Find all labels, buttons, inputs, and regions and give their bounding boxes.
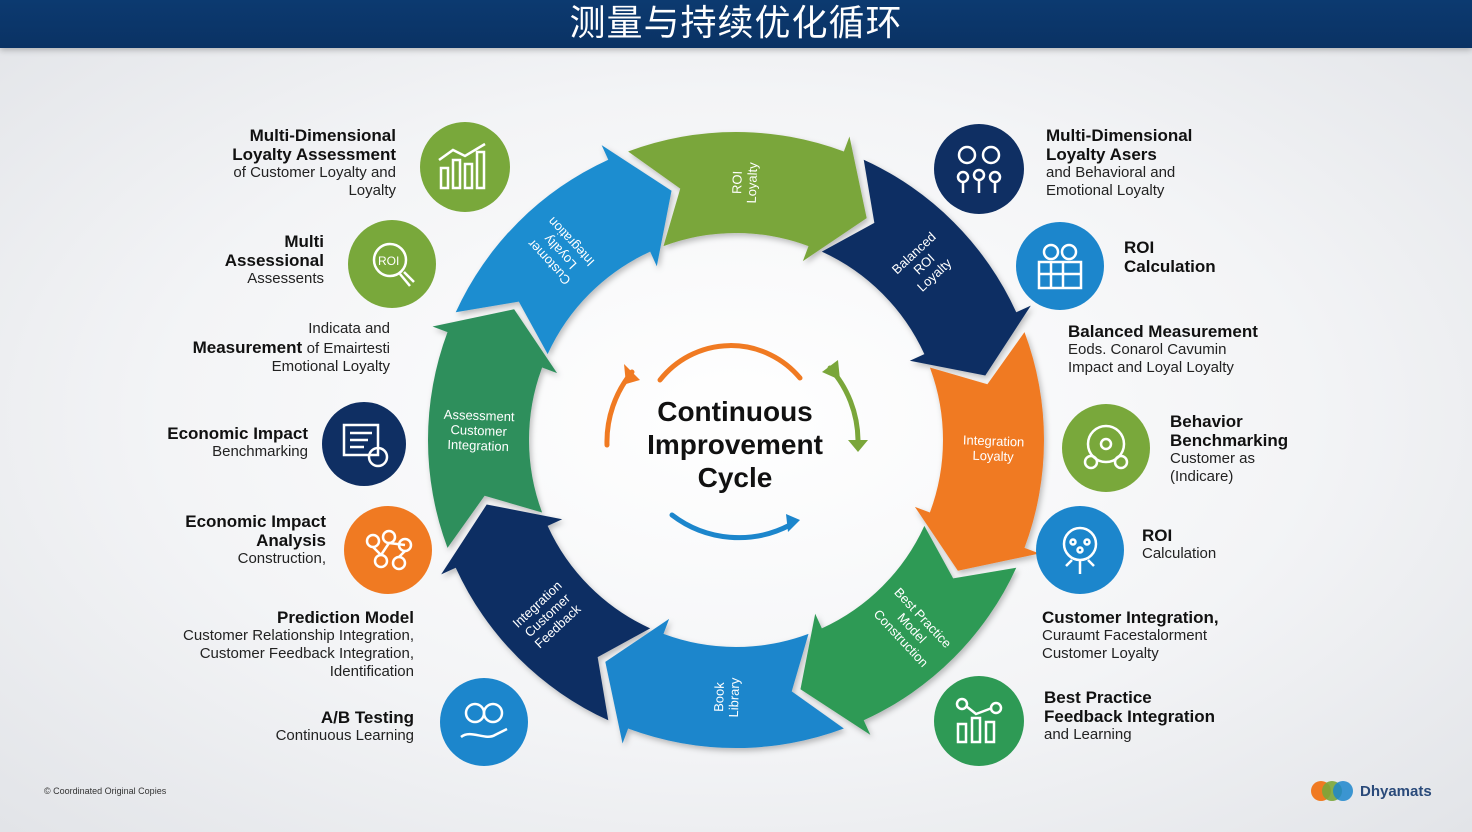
item-title: Multi-Dimensional bbox=[249, 126, 396, 145]
item-subtitle: Benchmarking bbox=[212, 443, 308, 460]
orange-arrow bbox=[657, 343, 803, 383]
center-line-2: Improvement bbox=[647, 429, 823, 460]
item-title: Loyalty Assessment bbox=[232, 145, 396, 164]
building-icon bbox=[1016, 222, 1104, 310]
item-subtitle: Calculation bbox=[1142, 545, 1217, 562]
item-title: Prediction Model bbox=[277, 608, 414, 627]
item-title: Analysis bbox=[256, 531, 326, 550]
blue-arrow bbox=[669, 512, 793, 541]
item-subtitle: Assessents bbox=[247, 270, 324, 287]
right-item-2: ROI Calculation bbox=[1124, 238, 1274, 276]
footer-logo: Dhyamats bbox=[1310, 780, 1432, 802]
cycle-segment-label-8: AssessmentCustomerIntegration bbox=[443, 407, 516, 454]
item-title: Economic Impact bbox=[167, 424, 308, 443]
item-title: Balanced Measurement bbox=[1068, 322, 1258, 341]
item-subtitle: Construction, bbox=[237, 550, 326, 567]
item-title: Measurement bbox=[192, 338, 303, 357]
idea-cloud-icon bbox=[1036, 506, 1124, 594]
svg-text:ROI: ROI bbox=[378, 254, 399, 268]
item-subtitle: (Indicare) bbox=[1170, 468, 1234, 485]
left-item-5: Economic Impact Analysis Construction, bbox=[160, 512, 326, 568]
header-bar: 测量与持续优化循环 bbox=[0, 0, 1472, 48]
dashboard-icon bbox=[322, 402, 406, 486]
item-subtitle: Identification bbox=[329, 663, 414, 680]
item-subtitle: Emotional Loyalty bbox=[1046, 182, 1165, 199]
people-network-icon bbox=[344, 506, 432, 594]
cycle-segment-label-2: ROILoyalty bbox=[729, 161, 760, 204]
brand-logo-icon bbox=[1310, 780, 1358, 802]
hand-gears-icon bbox=[440, 678, 528, 766]
item-subtitle: of Emairtesti bbox=[306, 340, 390, 357]
item-title: Multi bbox=[284, 232, 324, 251]
roi-brain-icon: ROI bbox=[348, 220, 436, 308]
item-title: Economic Impact bbox=[185, 512, 326, 531]
right-item-3: Balanced Measurement Eods. Conarol Cavum… bbox=[1068, 322, 1308, 377]
center-line-3: Cycle bbox=[697, 462, 773, 493]
item-subtitle: Emotional Loyalty bbox=[271, 358, 390, 375]
item-title: A/B Testing bbox=[320, 708, 414, 727]
center-line-1: Continuous bbox=[657, 396, 813, 427]
left-item-3: Indicata and Measurement of Emairtesti E… bbox=[160, 320, 390, 376]
item-subtitle: Curaumt Facestalorment bbox=[1042, 627, 1208, 644]
right-item-6: Customer Integration, Curaumt Facestalor… bbox=[1042, 608, 1262, 663]
item-subtitle: Loyalty bbox=[348, 182, 396, 199]
inner-cycle-arrows bbox=[604, 343, 868, 541]
cycle-segment-3 bbox=[821, 159, 1031, 376]
item-title: Behavior bbox=[1170, 412, 1243, 431]
item-title: Benchmarking bbox=[1170, 431, 1289, 450]
left-item-6: Prediction Model Customer Relationship I… bbox=[160, 608, 414, 681]
cycle-segment-8 bbox=[427, 309, 558, 548]
item-title: ROI bbox=[1142, 526, 1173, 545]
item-title: ROI bbox=[1124, 238, 1155, 257]
item-title: Loyalty Asers bbox=[1046, 145, 1157, 164]
cycle-segment-4 bbox=[914, 332, 1044, 571]
item-subtitle: Customer Feedback Integration, bbox=[199, 645, 414, 662]
brand-name: Dhyamats bbox=[1360, 782, 1432, 800]
item-title: Customer Integration, bbox=[1042, 608, 1219, 627]
cycle-segment-5 bbox=[800, 525, 1017, 735]
cycle-segment-1 bbox=[455, 145, 672, 355]
item-subtitle: Impact and Loyal Loyalty bbox=[1068, 359, 1234, 376]
footer-copyright: © Coordinated Original Copies bbox=[44, 786, 167, 796]
left-item-7: A/B Testing Continuous Learning bbox=[240, 708, 414, 745]
item-subtitle: Customer as bbox=[1170, 450, 1256, 467]
cycle-segment-label-6: BookLibrary bbox=[711, 676, 742, 717]
item-subtitle: of Customer Loyalty and bbox=[233, 164, 396, 181]
cycle-segment-2 bbox=[628, 131, 867, 262]
item-subtitle: Customer Relationship Integration, bbox=[183, 627, 414, 644]
item-title: Feedback Integration bbox=[1044, 707, 1215, 726]
item-subtitle: Eods. Conarol Cavumin bbox=[1068, 341, 1227, 358]
item-subtitle: Customer Loyalty bbox=[1042, 645, 1159, 662]
item-title: Calculation bbox=[1124, 257, 1216, 276]
item-subtitle: and Learning bbox=[1044, 726, 1132, 743]
left-item-2: Multi Assessional Assessents bbox=[180, 232, 324, 288]
right-item-7: Best Practice Feedback Integration and L… bbox=[1044, 688, 1264, 744]
item-subtitle: and Behavioral and bbox=[1046, 164, 1176, 181]
left-item-4: Economic Impact Benchmarking bbox=[150, 424, 308, 461]
cycle-segment-7 bbox=[441, 504, 651, 721]
network-people-icon bbox=[1062, 404, 1150, 492]
page-title: 测量与持续优化循环 bbox=[569, 3, 903, 44]
left-item-1: Multi-Dimensional Loyalty Assessment of … bbox=[180, 126, 396, 200]
item-subtitle: Indicata and bbox=[308, 320, 390, 337]
cycle-center-title: Continuous Improvement Cycle bbox=[600, 395, 870, 494]
item-title: Multi-Dimensional bbox=[1046, 126, 1193, 145]
team-gears-icon bbox=[934, 124, 1024, 214]
item-title: Best Practice bbox=[1044, 688, 1152, 707]
right-item-5: ROI Calculation bbox=[1142, 526, 1262, 563]
right-item-1: Multi-Dimensional Loyalty Asers and Beha… bbox=[1046, 126, 1266, 200]
right-item-4: Behavior Benchmarking Customer as (Indic… bbox=[1170, 412, 1320, 486]
item-title: Assessional bbox=[224, 251, 324, 270]
bar-chart-icon bbox=[420, 122, 510, 212]
growth-chart-icon bbox=[934, 676, 1024, 766]
cycle-segment-6 bbox=[605, 618, 844, 748]
cycle-segment-label-4: IntegrationLoyalty bbox=[962, 432, 1024, 464]
item-subtitle: Continuous Learning bbox=[275, 727, 414, 744]
